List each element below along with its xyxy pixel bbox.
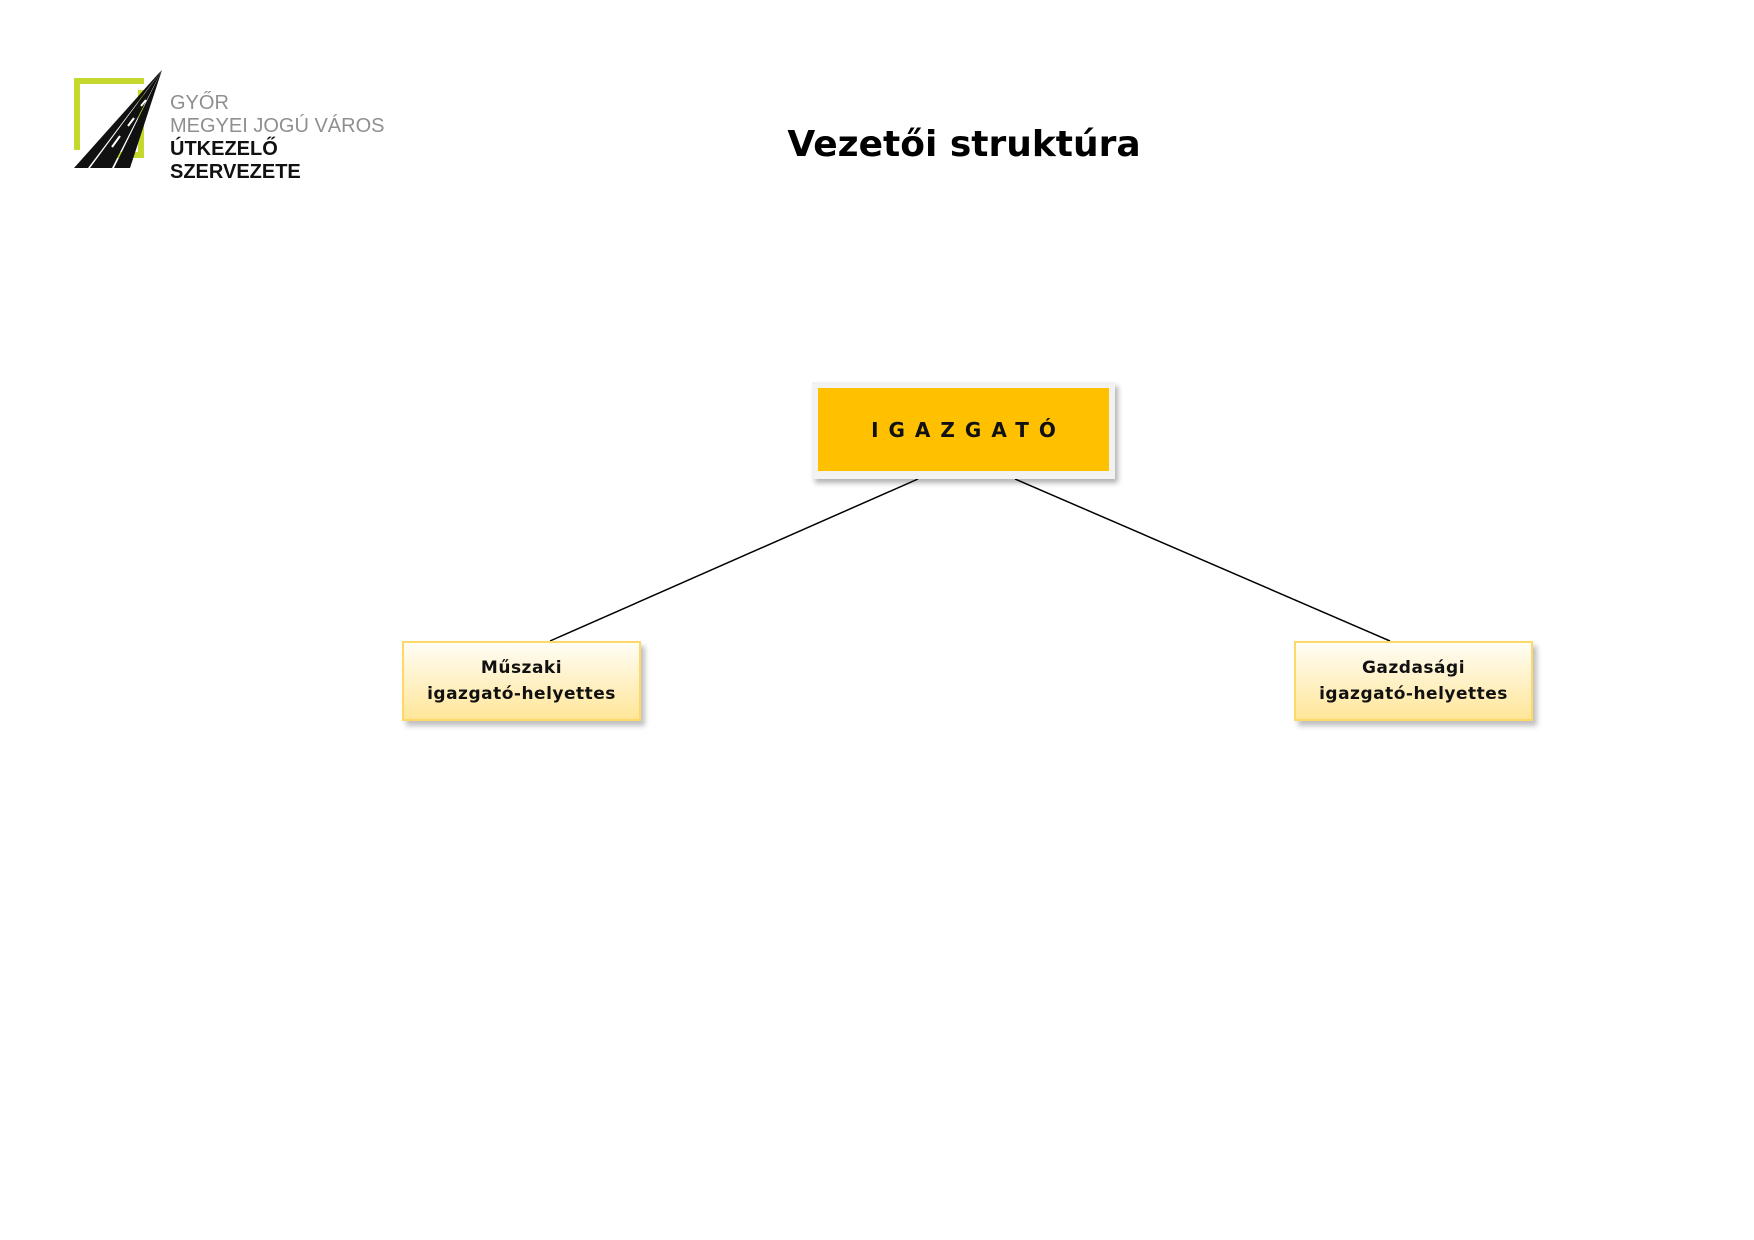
road-logo-icon xyxy=(74,70,162,168)
director-label: IGAZGATÓ xyxy=(818,388,1109,471)
connector-left xyxy=(549,478,919,642)
director-node: IGAZGATÓ xyxy=(812,382,1115,479)
logo-line-3: ÚTKEZELŐ SZERVEZETE xyxy=(170,138,301,183)
technical-deputy-line2: igazgató-helyettes xyxy=(427,684,616,704)
economic-deputy-line1: Gazdasági xyxy=(1361,658,1466,678)
economic-deputy-node: Gazdasági igazgató-helyettes xyxy=(1294,641,1533,721)
logo-text: GYŐR MEGYEI JOGÚ VÁROS ÚTKEZELŐ SZERVEZE… xyxy=(170,92,414,184)
economic-deputy-line2: igazgató-helyettes xyxy=(1319,684,1508,704)
organization-logo: GYŐR MEGYEI JOGÚ VÁROS ÚTKEZELŐ SZERVEZE… xyxy=(74,70,414,183)
connector-right xyxy=(1014,478,1391,642)
page-title: Vezetői struktúra xyxy=(787,124,1141,165)
technical-deputy-line1: Műszaki xyxy=(480,658,563,678)
technical-deputy-node: Műszaki igazgató-helyettes xyxy=(402,641,641,721)
logo-line-1: GYŐR xyxy=(170,92,229,114)
logo-line-2: MEGYEI JOGÚ VÁROS xyxy=(170,115,385,137)
